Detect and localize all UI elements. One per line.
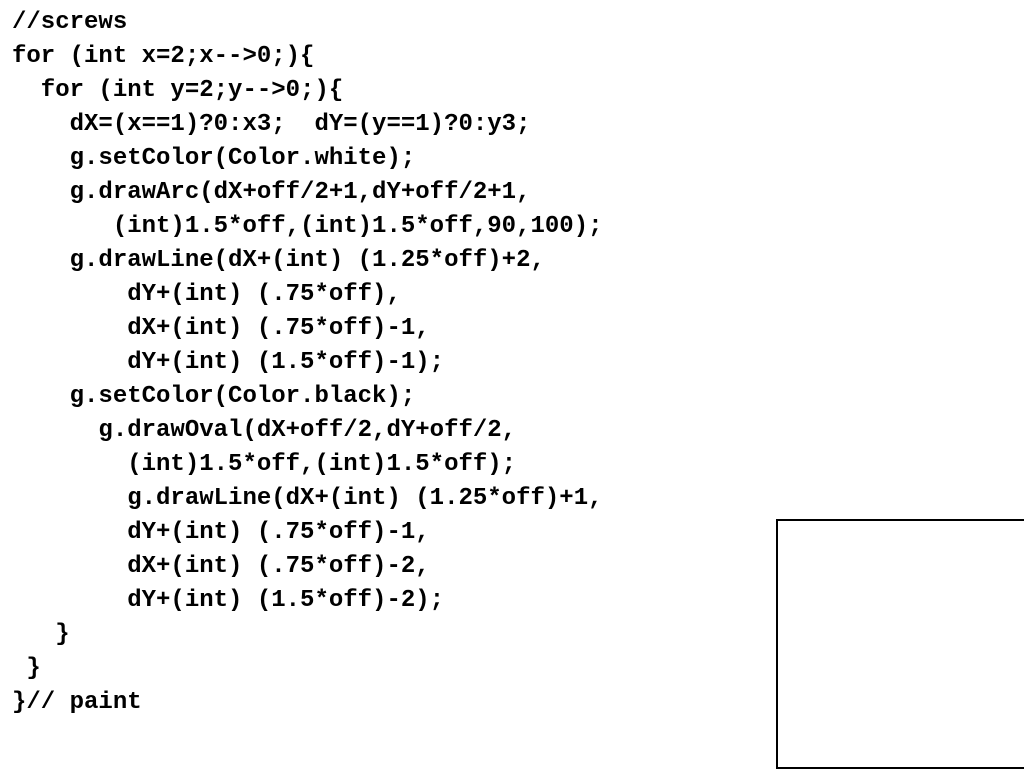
code-line: g.drawOval(dX+off/2,dY+off/2, [12,417,517,444]
code-line: dX=(x==1)?0:x3; dY=(y==1)?0:y3; [12,111,531,138]
code-line: (int)1.5*off,(int)1.5*off); [12,451,517,478]
code-line: } [12,621,70,648]
code-line: dY+(int) (.75*off), [12,281,401,308]
code-line: dX+(int) (.75*off)-2, [12,553,430,580]
code-line: dY+(int) (1.5*off)-1); [12,349,445,376]
code-line: }// paint [12,689,142,716]
code-line: dX+(int) (.75*off)-1, [12,315,430,342]
code-line: g.setColor(Color.black); [12,383,416,410]
code-line: //screws [12,9,128,36]
code-line: g.setColor(Color.white); [12,145,416,172]
empty-frame [776,519,1024,769]
code-line: dY+(int) (.75*off)-1, [12,519,430,546]
code-line: for (int x=2;x-->0;){ [12,43,315,70]
code-line: for (int y=2;y-->0;){ [12,77,344,104]
code-line: g.drawArc(dX+off/2+1,dY+off/2+1, [12,179,531,206]
code-line: (int)1.5*off,(int)1.5*off,90,100); [12,213,603,240]
code-line: dY+(int) (1.5*off)-2); [12,587,445,614]
code-line: g.drawLine(dX+(int) (1.25*off)+1, [12,485,603,512]
code-line: } [12,655,41,682]
code-listing: //screws for (int x=2;x-->0;){ for (int … [12,6,762,720]
code-line: g.drawLine(dX+(int) (1.25*off)+2, [12,247,545,274]
